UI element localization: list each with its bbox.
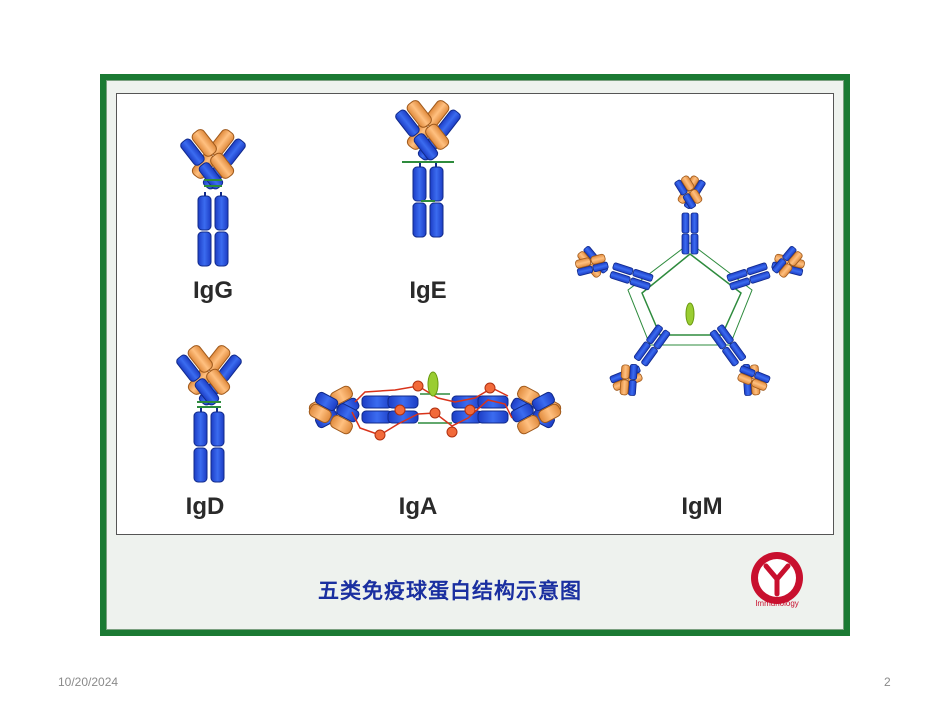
igd-label: IgD <box>186 493 225 520</box>
figure-caption: 五类免疫球蛋白结构示意图 <box>318 579 582 603</box>
ige-label: IgE <box>409 277 446 304</box>
igg-label: IgG <box>193 277 233 304</box>
footer-date: 10/20/2024 <box>58 675 119 689</box>
igm-molecule <box>570 174 810 403</box>
ige-molecule <box>393 97 463 238</box>
iga-label: IgA <box>399 493 438 520</box>
immunology-logo-icon <box>751 552 803 604</box>
diagram-panel <box>116 93 834 535</box>
igm-label: IgM <box>681 493 722 520</box>
iga-molecule <box>308 371 562 441</box>
page-number: 2 <box>884 675 891 689</box>
igd-molecule <box>174 342 244 483</box>
logo-text: Immunology <box>755 599 799 608</box>
igg-molecule <box>178 126 248 267</box>
